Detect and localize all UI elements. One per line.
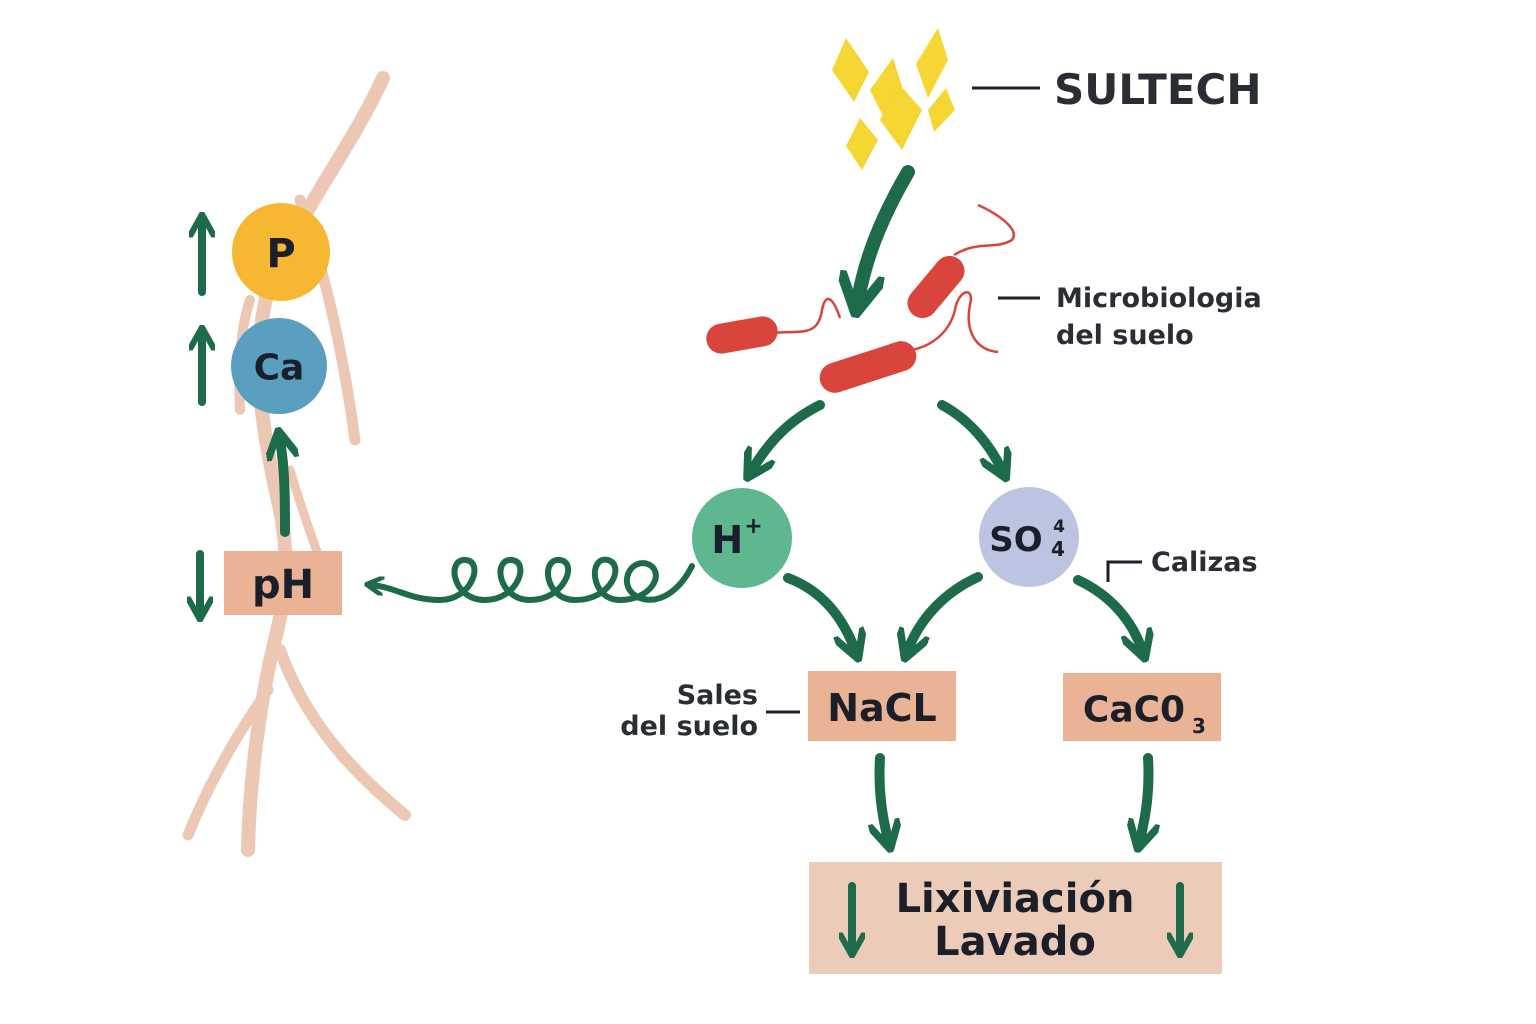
node-ph-label: pH [252,562,314,608]
arrow-h-to-nacl [783,573,855,650]
arrow-so4-to-nacl [908,572,983,650]
node-caco3-subscript: 3 [1192,714,1206,738]
node-ca: Ca [231,318,327,414]
arrow-nacl-to-leaching [879,753,888,840]
arrow-h-to-ph-spiral [372,556,695,603]
calizas-label: Calizas [1151,547,1258,578]
arrow-caco3-to-leaching [1140,753,1149,840]
node-so4-superscript: 4 [1053,517,1065,537]
node-so4-label: SO [989,520,1042,560]
microbiology-label-line-2: del suelo [1056,320,1194,351]
sulfur-crystals-icon [832,28,955,170]
leaching-line-2: Lavado [934,919,1096,965]
node-p-label: P [266,231,295,277]
node-h: H+ [692,488,792,588]
node-so4: SO 4 4 [979,487,1079,587]
arrow-sultech-to-bacteria [858,165,915,300]
leaching-box: Lixiviación Lavado [809,862,1222,974]
arrow-so4-to-caco3 [1073,575,1142,650]
sales-label-line-2: del suelo [620,711,758,742]
arrow-ph-to-ca [280,440,285,537]
node-caco3: CaC0 3 [1063,673,1221,741]
node-so4-subscript: 4 [1051,537,1065,561]
brand-title: SULTECH [1054,65,1261,114]
sales-label-line-1: Sales [677,680,758,711]
arrow-bacteria-to-so4 [937,400,1002,470]
leaching-line-1: Lixiviación [896,876,1135,922]
node-nacl: NaCL [808,671,956,741]
calizas-leader-line [1106,560,1142,582]
arrow-bacteria-to-h [752,400,825,470]
bacteria-illustration [706,203,1015,393]
node-p: P [232,203,330,301]
microbiology-label-line-1: Microbiologia [1056,283,1262,314]
node-ph: pH [224,551,342,615]
node-caco3-label: CaC0 [1083,690,1185,731]
node-ca-label: Ca [254,348,305,389]
node-h-label: H+ [711,514,762,563]
node-nacl-label: NaCL [827,686,937,730]
root-illustration [182,71,411,857]
